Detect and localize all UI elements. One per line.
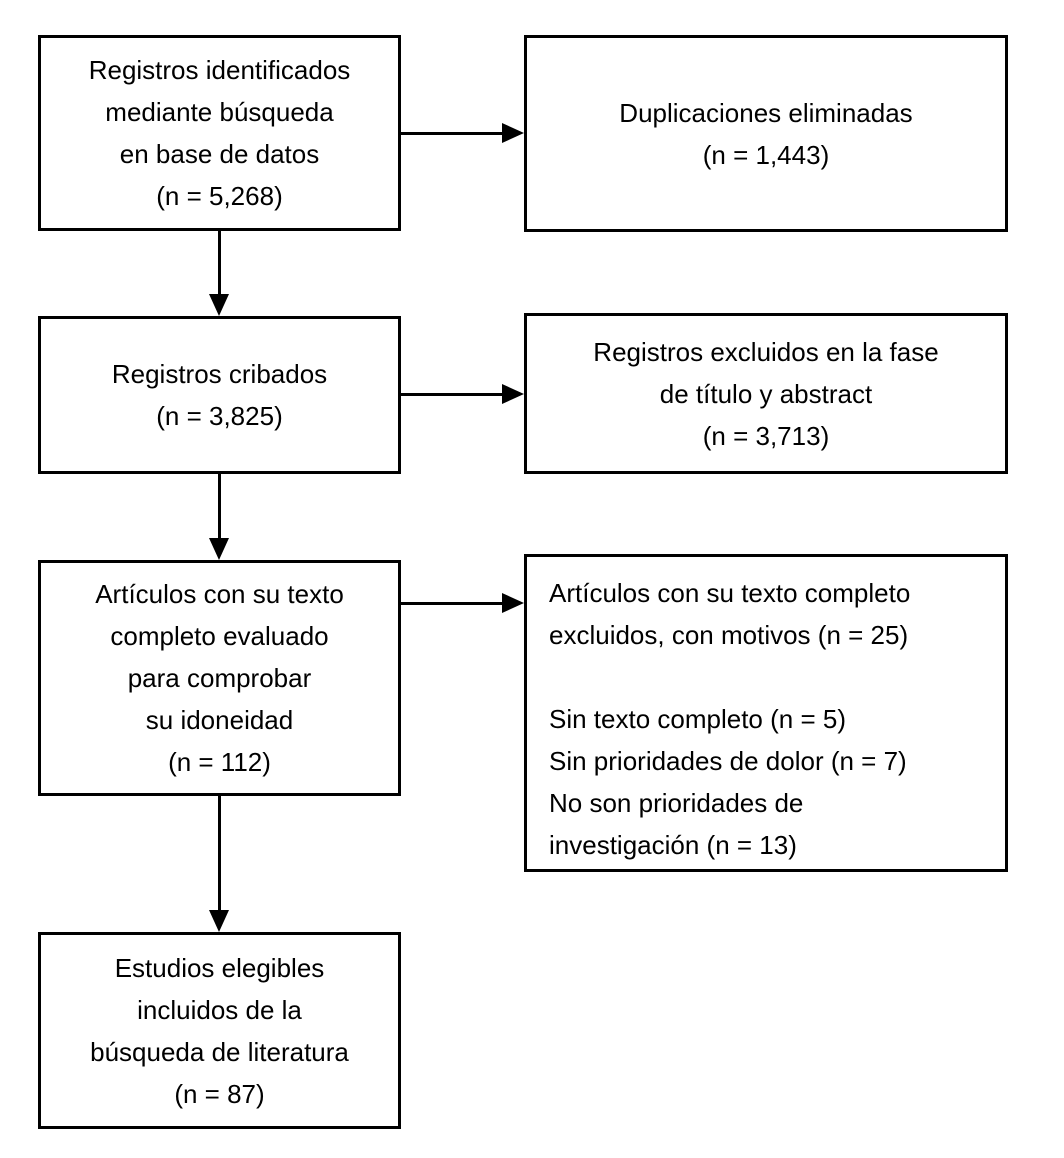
box-records-screened: Registros cribados (n = 3,825) (38, 316, 401, 474)
arrow-line (401, 602, 504, 605)
box-duplicates-removed: Duplicaciones eliminadas (n = 1,443) (524, 35, 1008, 232)
box-studies-included-text: Estudios elegibles incluidos de la búsqu… (90, 952, 349, 1109)
arrow-head-right-icon (502, 384, 524, 404)
box-fulltext-assessed-text: Artículos con su texto completo evaluado… (95, 579, 344, 777)
box-records-screened-text: Registros cribados (n = 3,825) (111, 359, 328, 431)
box-excluded-title-abstract-text: Registros excluidos en la fase de título… (593, 336, 939, 451)
arrow-line (218, 796, 221, 912)
arrow-line (401, 393, 504, 396)
arrow-head-down-icon (209, 294, 229, 316)
box-fulltext-assessed: Artículos con su texto completo evaluado… (38, 560, 401, 796)
arrow-line (218, 474, 221, 540)
box-records-identified: Registros identificados mediante búsqued… (38, 35, 401, 231)
box-studies-included: Estudios elegibles incluidos de la búsqu… (38, 932, 401, 1129)
arrow-line (401, 132, 504, 135)
box-records-identified-text: Registros identificados mediante búsqued… (88, 55, 351, 211)
arrow-line (218, 231, 221, 296)
box-fulltext-excluded: Artículos con su texto completo excluido… (524, 554, 1008, 872)
box-duplicates-removed-text: Duplicaciones eliminadas (n = 1,443) (619, 97, 913, 170)
arrow-head-down-icon (209, 538, 229, 560)
arrow-head-down-icon (209, 910, 229, 932)
arrow-head-right-icon (502, 593, 524, 613)
box-excluded-title-abstract: Registros excluidos en la fase de título… (524, 313, 1008, 474)
arrow-head-right-icon (502, 123, 524, 143)
box-fulltext-excluded-text: Artículos con su texto completo excluido… (549, 578, 911, 860)
